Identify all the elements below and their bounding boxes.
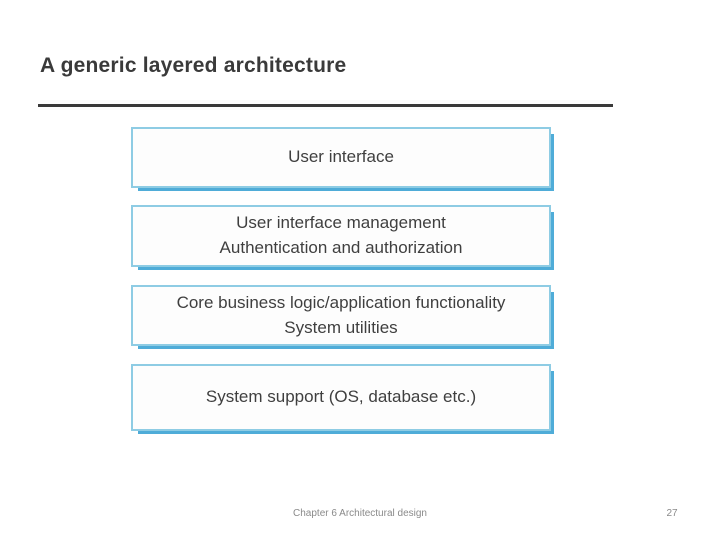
footer-note: Chapter 6 Architectural design — [293, 508, 427, 519]
layer-label: User interface — [288, 147, 394, 167]
layer-box-system-support: System support (OS, database etc.) — [131, 364, 554, 434]
layered-architecture-diagram: User interface User interface management… — [131, 127, 554, 434]
title-divider — [38, 104, 613, 107]
layer-box-core-business-logic: Core business logic/application function… — [131, 285, 554, 349]
layer-box-user-interface: User interface — [131, 127, 554, 191]
slide-title: A generic layered architecture — [40, 54, 347, 77]
layer-box-ui-management: User interface management Authentication… — [131, 205, 554, 270]
page-number: 27 — [666, 508, 678, 519]
layer-label: User interface management Authentication… — [219, 213, 463, 257]
layer-label: Core business logic/application function… — [176, 292, 506, 337]
layer-label: System support (OS, database etc.) — [205, 387, 477, 407]
